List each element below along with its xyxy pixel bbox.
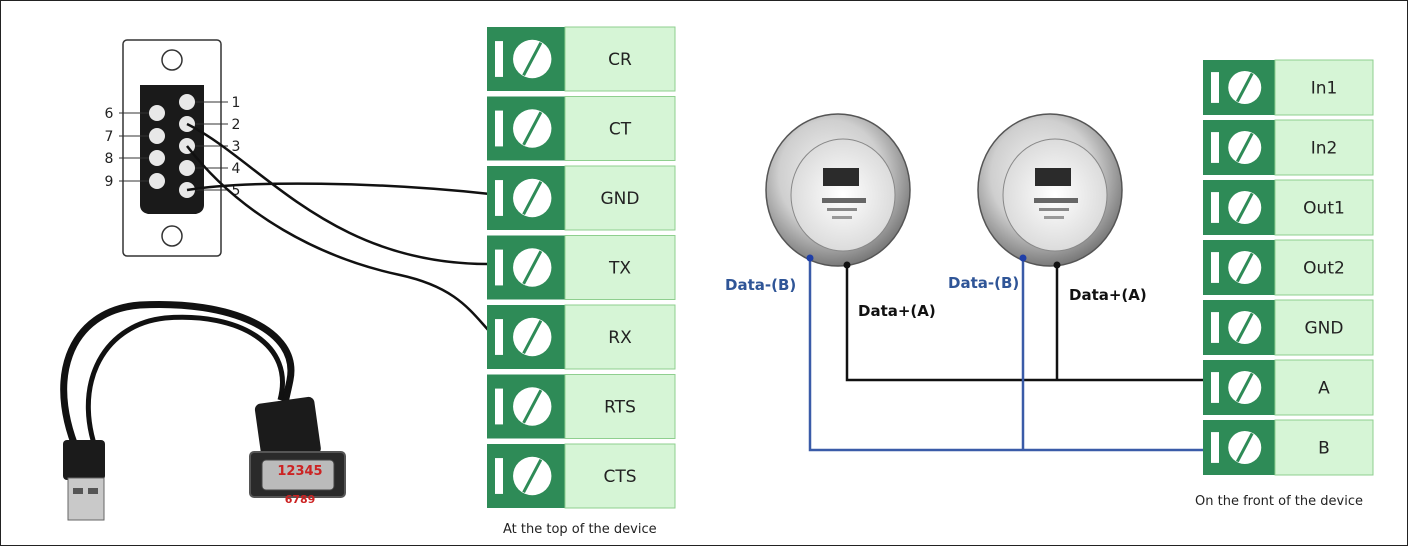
- db9-pin-1: [179, 94, 195, 110]
- top-terminal-tx: TX: [487, 235, 676, 300]
- front-terminal-out2: Out2: [1203, 239, 1374, 296]
- meter1-data-a-label: Data+(A): [858, 302, 936, 320]
- front-terminal-label: B: [1318, 439, 1330, 459]
- top-terminal-gnd: GND: [487, 165, 676, 231]
- db9-pin-label-2: 2: [232, 117, 241, 133]
- top-terminal-label: CT: [609, 120, 632, 140]
- wire-pin2-tx: [186, 122, 491, 266]
- rs485-bus: [808, 258, 1203, 452]
- db9-pin-label-5: 5: [232, 183, 241, 199]
- front-terminal-label: GND: [1305, 319, 1344, 339]
- serial-wires: [186, 122, 491, 333]
- top-terminal-cts: CTS: [487, 443, 676, 509]
- front-terminal-b: B: [1203, 419, 1374, 476]
- top-block-caption: At the top of the device: [503, 522, 657, 537]
- db9-plug: 12345 6789: [249, 396, 346, 506]
- db9-pin-4: [179, 160, 195, 176]
- front-screw-icon: [1228, 71, 1262, 104]
- front-terminal-label: A: [1318, 379, 1330, 399]
- meter2-data-a-label: Data+(A): [1069, 286, 1147, 304]
- usb-plug: [63, 440, 105, 521]
- db9-pin-8: [149, 150, 165, 166]
- top-terminal-label: RX: [608, 328, 632, 348]
- meter1-data-b-label: Data-(B): [725, 276, 796, 294]
- top-terminal-label: TX: [608, 259, 631, 279]
- usb-serial-cable: 12345 6789: [60, 300, 346, 521]
- front-terminal-in1: In1: [1203, 59, 1374, 116]
- db9-pin-7: [149, 128, 165, 144]
- bus-a-line: [845, 265, 1203, 382]
- wire-pin3-rx: [186, 145, 491, 333]
- top-terminal-ct: CT: [487, 96, 676, 161]
- front-screw-icon: [1228, 431, 1262, 464]
- energy-meter-2: [977, 113, 1123, 269]
- front-block-caption: On the front of the device: [1195, 494, 1363, 509]
- db9-pin-label-4: 4: [232, 161, 241, 177]
- db9-pin-9: [149, 173, 165, 189]
- top-terminal-cr: CR: [487, 26, 676, 92]
- front-terminal-label: In1: [1311, 79, 1338, 99]
- db9-connector: 6 7 8 9 1 2 3 4 5: [105, 39, 241, 257]
- top-terminal-rx: RX: [487, 304, 676, 370]
- bus-b-line: [808, 258, 1203, 452]
- top-screw-icon: [513, 178, 552, 218]
- top-screw-icon: [513, 387, 552, 426]
- front-screw-icon: [1228, 131, 1262, 164]
- energy-meter-1: [765, 113, 911, 269]
- top-screw-icon: [513, 248, 552, 287]
- front-terminal-in2: In2: [1203, 119, 1374, 176]
- wire-pin5-gnd: [186, 182, 491, 196]
- db9-pin-6: [149, 105, 165, 121]
- top-screw-icon: [513, 456, 552, 496]
- top-screw-icon: [513, 109, 552, 148]
- front-screw-icon: [1228, 251, 1262, 284]
- top-screw-icon: [513, 39, 552, 79]
- front-terminal-label: In2: [1311, 139, 1338, 159]
- front-terminal-a: A: [1203, 359, 1374, 416]
- front-screw-icon: [1228, 371, 1262, 404]
- plug-pin-text-bottom: 6789: [285, 493, 316, 506]
- top-terminal-label: CR: [608, 50, 632, 70]
- top-terminal-block: CR CT GND TX RX RTS CTS: [487, 26, 676, 509]
- front-terminal-gnd: GND: [1203, 299, 1374, 356]
- top-terminal-rts: RTS: [487, 374, 676, 439]
- top-terminal-label: CTS: [603, 467, 636, 487]
- front-terminal-label: Out2: [1303, 259, 1345, 279]
- front-screw-icon: [1228, 191, 1262, 224]
- plug-pin-text-top: 12345: [277, 464, 322, 479]
- db9-pin-label-7: 7: [105, 129, 114, 145]
- front-terminal-label: Out1: [1303, 199, 1345, 219]
- db9-pin-label-3: 3: [232, 139, 241, 155]
- top-terminal-label: RTS: [604, 398, 636, 418]
- top-screw-icon: [513, 317, 552, 357]
- db9-pin-label-6: 6: [105, 106, 114, 122]
- db9-mount-hole-bottom: [161, 225, 183, 247]
- db9-pin-label-9: 9: [105, 174, 114, 190]
- meter2-data-b-label: Data-(B): [948, 274, 1019, 292]
- db9-pin-label-1: 1: [232, 95, 241, 111]
- front-terminal-out1: Out1: [1203, 179, 1374, 236]
- front-screw-icon: [1228, 311, 1262, 344]
- db9-mount-hole-top: [161, 49, 183, 71]
- db9-pin-label-8: 8: [105, 151, 114, 167]
- top-terminal-label: GND: [601, 189, 640, 209]
